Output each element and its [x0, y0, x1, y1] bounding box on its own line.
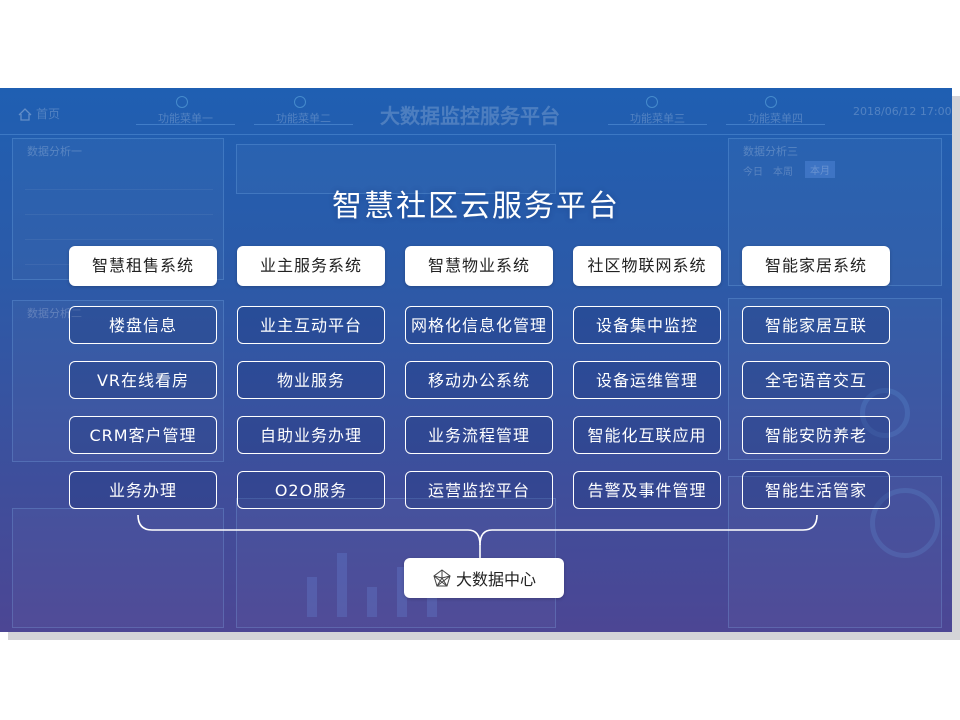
bg-panel-title: 数据分析二: [27, 307, 82, 320]
module-button[interactable]: 移动办公系统: [405, 361, 553, 399]
module-button[interactable]: 智能家居互联: [742, 306, 890, 344]
bg-tab-week: 本周: [773, 167, 793, 178]
bg-menu-4: 功能菜单四: [726, 112, 825, 125]
bg-title: 大数据监控服务平台: [380, 104, 560, 128]
module-button[interactable]: 业主互动平台: [237, 306, 385, 344]
system-items: 设备集中监控设备运维管理智能化互联应用告警及事件管理: [573, 306, 721, 509]
bg-menu-dot: [176, 96, 188, 108]
bg-menu-dot: [294, 96, 306, 108]
system-header-button[interactable]: 智能家居系统: [742, 246, 890, 286]
bg-stats: [236, 144, 556, 194]
system-column: 智慧物业系统网格化信息化管理移动办公系统业务流程管理运营监控平台: [405, 246, 553, 509]
module-button[interactable]: VR在线看房: [69, 361, 217, 399]
page-title: 智慧社区云服务平台: [332, 189, 620, 224]
module-button[interactable]: 智能化互联应用: [573, 416, 721, 454]
bg-menu-1: 功能菜单一: [136, 112, 235, 125]
bg-home: 首页: [18, 105, 60, 122]
module-button[interactable]: 网格化信息化管理: [405, 306, 553, 344]
bg-panel-2: 数据分析二: [12, 300, 224, 462]
bg-menu-dot: [765, 96, 777, 108]
bg-panel-1: 数据分析一: [12, 138, 224, 280]
module-button[interactable]: 运营监控平台: [405, 471, 553, 509]
network-icon: [433, 569, 451, 587]
bg-home-label: 首页: [36, 107, 61, 121]
module-button[interactable]: 物业服务: [237, 361, 385, 399]
system-column: 业主服务系统业主互动平台物业服务自助业务办理 O2O服务: [237, 246, 385, 509]
bg-panel-6: [728, 476, 942, 628]
system-items: 网格化信息化管理移动办公系统业务流程管理运营监控平台: [405, 306, 553, 509]
module-button[interactable]: 设备运维管理: [573, 361, 721, 399]
bg-donut: [870, 488, 940, 558]
bg-datetime: 2018/06/12 17:00: [853, 105, 952, 118]
bg-menu-dot: [646, 96, 658, 108]
bg-menu-3: 功能菜单三: [608, 112, 707, 125]
module-button[interactable]: 智能生活管家: [742, 471, 890, 509]
system-column: 智能家居系统智能家居互联全宅语音交互智能安防养老智能生活管家: [742, 246, 890, 509]
system-items: 业主互动平台物业服务自助业务办理 O2O服务: [237, 306, 385, 509]
connector-bracket: [137, 514, 818, 558]
home-icon: [18, 108, 32, 121]
bg-panel-5: [728, 298, 942, 460]
module-button[interactable]: 业务流程管理: [405, 416, 553, 454]
module-button[interactable]: O2O服务: [237, 471, 385, 509]
bg-menu-2: 功能菜单二: [254, 112, 353, 125]
bg-panel-title: 数据分析一: [27, 145, 82, 158]
bg-panel-title: 数据分析三: [743, 145, 798, 158]
module-button[interactable]: 全宅语音交互: [742, 361, 890, 399]
big-data-center-label: 大数据中心: [455, 570, 536, 589]
module-button[interactable]: 设备集中监控: [573, 306, 721, 344]
system-items: 楼盘信息 VR在线看房 CRM客户管理业务办理: [69, 306, 217, 509]
system-items: 智能家居互联全宅语音交互智能安防养老智能生活管家: [742, 306, 890, 509]
module-button[interactable]: 楼盘信息: [69, 306, 217, 344]
big-data-center-button[interactable]: 大数据中心: [404, 558, 564, 598]
system-header-button[interactable]: 智慧租售系统: [69, 246, 217, 286]
bg-header: 首页 功能菜单一 功能菜单二 大数据监控服务平台 功能菜单三 功能菜单四 201…: [0, 88, 952, 135]
module-button[interactable]: 智能安防养老: [742, 416, 890, 454]
background-dashboard: 首页 功能菜单一 功能菜单二 大数据监控服务平台 功能菜单三 功能菜单四 201…: [0, 88, 952, 632]
system-column: 智慧租售系统楼盘信息 VR在线看房 CRM客户管理业务办理: [69, 246, 217, 509]
bg-tab-today: 今日: [743, 167, 763, 178]
module-button[interactable]: 业务办理: [69, 471, 217, 509]
bg-tab-month: 本月: [805, 161, 835, 178]
module-button[interactable]: 告警及事件管理: [573, 471, 721, 509]
system-column: 社区物联网系统设备集中监控设备运维管理智能化互联应用告警及事件管理: [573, 246, 721, 509]
slide: 首页 功能菜单一 功能菜单二 大数据监控服务平台 功能菜单三 功能菜单四 201…: [0, 88, 952, 632]
system-header-button[interactable]: 智慧物业系统: [405, 246, 553, 286]
system-header-button[interactable]: 业主服务系统: [237, 246, 385, 286]
bg-donut: [860, 388, 910, 438]
bg-panel-3: 数据分析三 今日 本周 本月: [728, 138, 942, 286]
module-button[interactable]: 自助业务办理: [237, 416, 385, 454]
module-button[interactable]: CRM客户管理: [69, 416, 217, 454]
system-header-button[interactable]: 社区物联网系统: [573, 246, 721, 286]
